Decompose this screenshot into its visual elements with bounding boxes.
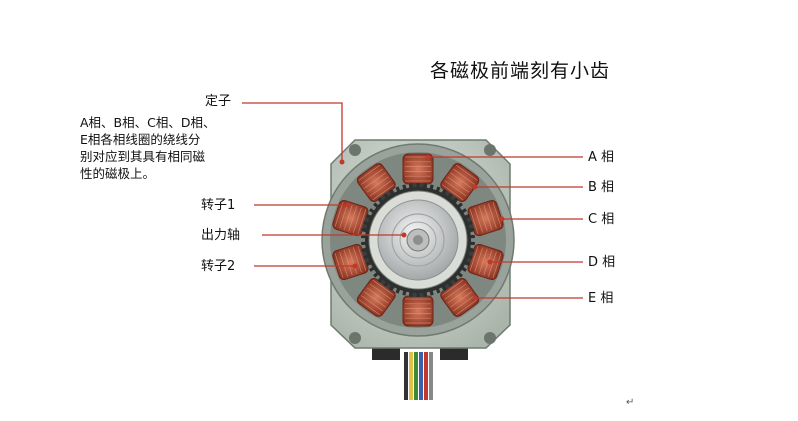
stator-coils (332, 153, 504, 327)
label-rotor1: 转子1 (201, 198, 236, 213)
label-output-shaft: 出力轴 (201, 228, 241, 243)
label-phase-d: D 相 (588, 255, 616, 270)
leader-stator (242, 102, 343, 162)
mounting-holes (349, 144, 496, 344)
stator-description: A相、B相、C相、D相、 E相各相线圈的绕线分 别对应到其具有相同磁 性的磁极上… (80, 115, 216, 181)
stator-coil (356, 276, 396, 317)
label-rotor2: 转子2 (201, 259, 236, 274)
label-phase-c: C 相 (588, 212, 615, 227)
diagram-title: 各磁极前端刻有小齿 (430, 60, 611, 82)
label-phase-a: A 相 (588, 150, 615, 165)
label-phase-b: B 相 (588, 180, 615, 195)
lead-wires (404, 352, 433, 400)
label-stator: 定子 (205, 94, 232, 109)
leader-lines (242, 102, 583, 299)
label-phase-e: E 相 (588, 291, 614, 306)
stator-coil (402, 292, 434, 327)
leader-dots (339, 154, 505, 301)
return-mark: ↵ (626, 397, 635, 408)
